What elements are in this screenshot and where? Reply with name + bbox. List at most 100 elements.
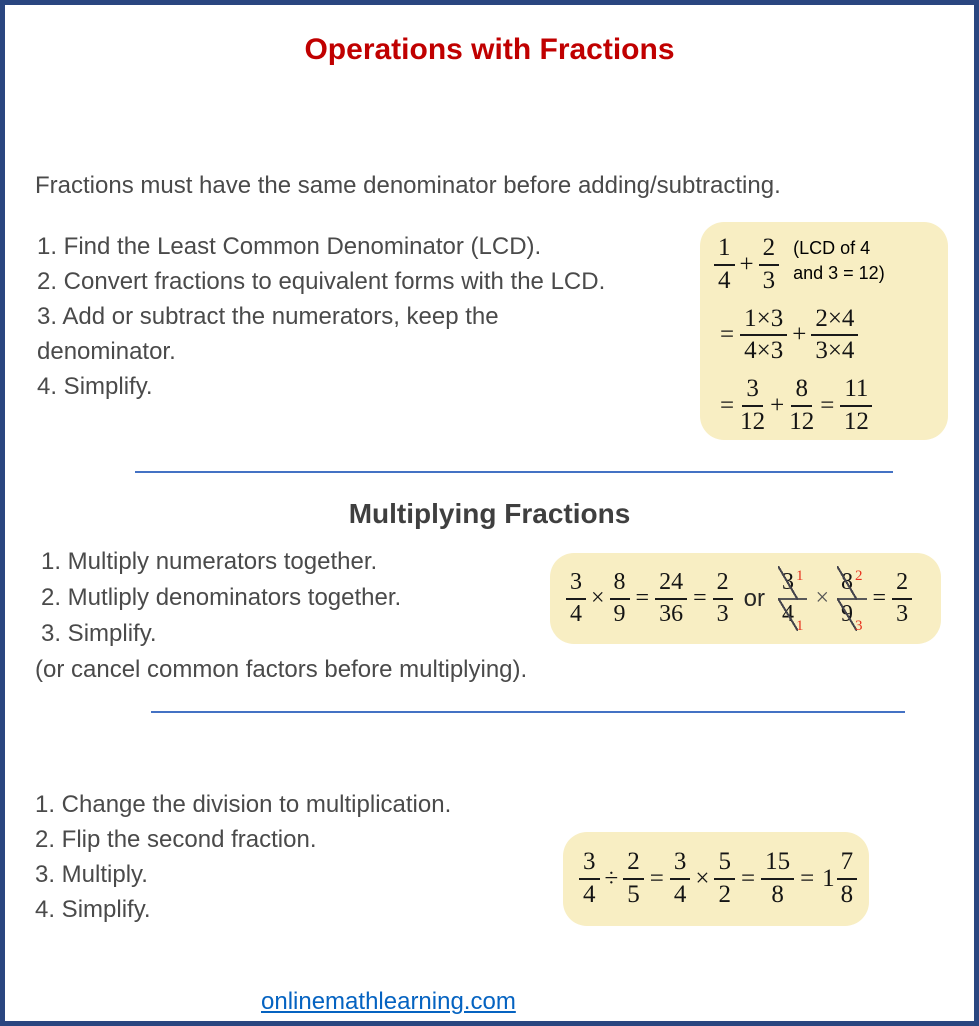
- fraction-7-8: 7 8: [836, 848, 858, 910]
- times-operator: ×: [591, 585, 605, 611]
- adding-example-line-3: = 3 12 + 8 12 = 11 12: [714, 375, 942, 437]
- fraction-numerator: 2: [892, 569, 913, 600]
- fraction-numerator: 24: [655, 569, 688, 600]
- equals-sign: =: [872, 585, 887, 611]
- fraction-denominator: 9: [613, 600, 626, 627]
- fraction-denominator: 3×4: [815, 337, 855, 365]
- fraction-3-4: 3 4: [566, 569, 586, 628]
- fraction-11-12: 11 12: [840, 375, 873, 437]
- fraction-numerator: 8: [609, 569, 630, 600]
- adding-steps-list: 1. Find the Least Common Denominator (LC…: [37, 229, 605, 404]
- fraction-numerator: 3: [669, 848, 691, 880]
- fraction-8-12: 8 12: [789, 375, 814, 437]
- fraction-numerator: 11: [840, 375, 873, 407]
- section-divider-2: [151, 711, 905, 713]
- fraction-denominator: 8: [840, 881, 854, 908]
- fraction-numerator: 15: [761, 848, 795, 880]
- adding-step-1: 1. Find the Least Common Denominator (LC…: [37, 233, 542, 260]
- fraction-numerator: 2: [712, 569, 733, 600]
- plus-operator: +: [792, 321, 807, 349]
- dividing-steps-list: 1. Change the division to multiplication…: [35, 787, 451, 927]
- fraction-numerator: 8: [791, 375, 812, 407]
- fraction-2-3: 2 3: [892, 569, 913, 628]
- fraction-numerator: 2: [758, 234, 780, 266]
- fraction-numerator: 1: [714, 234, 735, 266]
- equals-sign: =: [635, 585, 650, 611]
- dividing-step-1: 1. Change the division to multiplication…: [35, 791, 452, 818]
- plus-operator: +: [770, 391, 785, 419]
- fraction-denominator: 4: [570, 600, 582, 627]
- mixed-number-whole: 1: [822, 865, 835, 892]
- section-divider-1: [135, 471, 893, 473]
- divide-operator: ÷: [604, 865, 619, 892]
- fraction-denominator: 12: [843, 407, 869, 435]
- multiplying-step-3: 3. Simplify.: [41, 620, 157, 647]
- equals-sign: =: [740, 865, 756, 892]
- fraction-denominator: 36: [659, 600, 684, 627]
- multiplying-steps-list: 1. Multiply numerators together. 2. Mutl…: [35, 544, 527, 688]
- fraction-denominator: 4: [583, 881, 596, 908]
- cancelled-digit: 3: [777, 565, 798, 600]
- fraction-denominator: 8: [771, 881, 784, 908]
- equals-sign: =: [693, 585, 707, 611]
- dividing-example-box: 3 4 ÷ 2 5 = 3 4 × 5 2 = 15 8 = 1 7 8: [563, 832, 869, 926]
- fraction-numerator: 3: [566, 569, 586, 600]
- fraction-denominator: 4: [718, 266, 731, 294]
- dividing-step-3: 3. Multiply.: [35, 861, 148, 888]
- fraction-3-12: 3 12: [740, 375, 765, 437]
- page-title: Operations with Fractions: [304, 33, 675, 66]
- multiplying-cancel-note: (or cancel common factors before multipl…: [35, 656, 528, 683]
- cancelled-digit: 8: [837, 565, 858, 600]
- multiplying-heading: Multiplying Fractions: [348, 498, 631, 529]
- lcd-note: (LCD of 4 and 3 = 12): [793, 234, 885, 286]
- adding-example-line-1: 1 4 + 2 3 (LCD of 4 and 3 = 12): [714, 234, 942, 296]
- fraction-numerator: 2: [623, 848, 644, 880]
- multiplying-step-1: 1. Multiply numerators together.: [41, 548, 378, 575]
- fraction-denominator: 2: [718, 881, 731, 908]
- fraction-numerator: 7: [836, 848, 858, 880]
- adding-intro-text: Fractions must have the same denominator…: [35, 172, 781, 199]
- fraction-1-4: 1 4: [714, 234, 735, 296]
- fraction-denominator: 3: [716, 600, 729, 627]
- fraction-denominator: 3: [762, 266, 776, 294]
- fraction-numerator: 3: [579, 848, 600, 880]
- fraction-denominator: 4: [673, 881, 687, 908]
- fraction-denominator: 4×3: [744, 337, 784, 365]
- fraction-denominator: 5: [627, 881, 640, 908]
- lcd-note-line-1: (LCD of 4: [793, 238, 871, 258]
- plus-operator: +: [739, 250, 754, 278]
- cancelled-digit: 4: [777, 597, 798, 631]
- adding-step-2: 2. Convert fractions to equivalent forms…: [37, 268, 606, 295]
- fraction-denominator: 12: [740, 407, 766, 435]
- adding-example-line-2: = 1×3 4×3 + 2×4 3×4: [714, 305, 942, 367]
- fraction-denominator: 12: [789, 407, 815, 435]
- onlinemathlearning-link[interactable]: onlinemathlearning.com: [261, 988, 516, 1015]
- equals-sign: =: [649, 865, 664, 892]
- fraction-numerator: 1×3: [740, 305, 788, 337]
- equals-sign: =: [720, 321, 735, 349]
- adding-step-4: 4. Simplify.: [37, 373, 153, 400]
- times-operator: ×: [695, 865, 710, 892]
- fraction-24-36: 24 36: [655, 569, 688, 628]
- dividing-step-4: 4. Simplify.: [35, 896, 151, 923]
- lcd-note-line-2: and 3 = 12): [793, 263, 885, 283]
- fraction-2-5: 2 5: [623, 848, 644, 910]
- cancel-result-subscript: 1: [795, 617, 804, 634]
- fraction-1x3-4x3: 1×3 4×3: [740, 305, 788, 367]
- or-label: or: [743, 584, 765, 612]
- fraction-numerator: 3: [742, 375, 763, 407]
- fraction-numerator: 2×4: [811, 305, 859, 337]
- fraction-8-9: 8 9: [609, 569, 630, 628]
- cancel-result-superscript: 2: [855, 567, 863, 584]
- fraction-15-8: 15 8: [761, 848, 795, 910]
- equals-sign: =: [800, 865, 815, 892]
- multiplying-step-2: 2. Mutliply denominators together.: [41, 584, 402, 611]
- times-operator: ×: [815, 585, 830, 611]
